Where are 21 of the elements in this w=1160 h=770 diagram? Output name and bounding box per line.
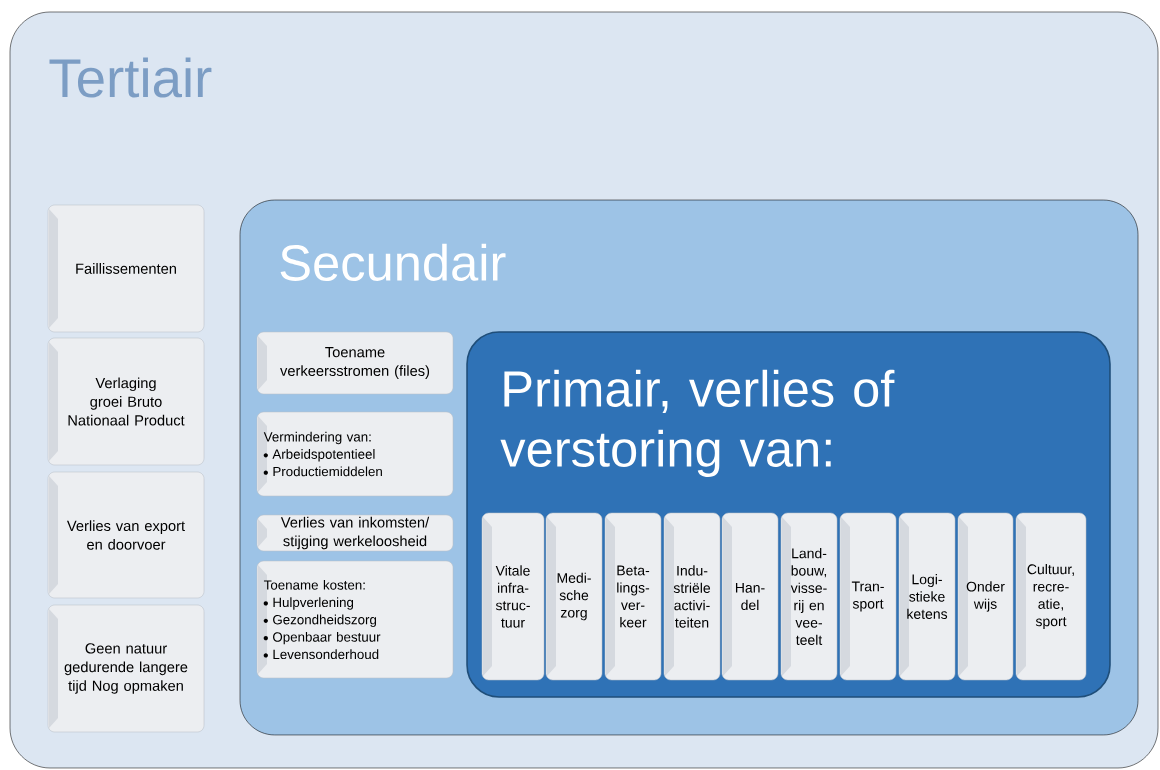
panel-title: Primair, verlies of verstoring van:	[500, 369, 895, 477]
item-box: Land- bouw, visse- rij en vee- teelt	[780, 512, 838, 681]
panel-title: Secundair	[280, 243, 506, 281]
item-box: Verlies van inkomsten/ stijging werkeloosheid	[256, 514, 454, 552]
item-box: Toename verkeersstromen (files)	[256, 331, 454, 395]
item-box: Vitale infra- struc- tuur	[481, 512, 545, 681]
item-box: Cultuur, recre- atie, sport	[1015, 512, 1087, 681]
panel-title: Tertiair	[49, 57, 212, 98]
item-box: Beta- lings- ver- keer	[604, 512, 662, 681]
item-box: Han- del	[721, 512, 779, 681]
item-box: Vermindering van: Arbeidspotentieel Productiemiddelen	[256, 411, 454, 497]
item-box: Verlies van export en doorvoer	[47, 471, 205, 599]
item-box: Tran- sport	[839, 512, 897, 681]
item-box: Verlaging groei Bruto Nationaal Product	[47, 337, 205, 466]
item-box: Indu- striële activi- teiten	[663, 512, 721, 681]
item-box: Faillissementen	[47, 204, 205, 333]
item-box: Geen natuur gedurende langere tijd Nog opmaken	[47, 604, 205, 733]
item-box: Toename kosten: Hulpverlening Gezondheidszorg Openbaar bestuur Levensonderhoud	[256, 560, 454, 679]
item-box: Onder wijs	[957, 512, 1014, 681]
item-box: Medi- sche zorg	[545, 512, 603, 681]
item-box: Logi- stieke ketens	[898, 512, 956, 681]
